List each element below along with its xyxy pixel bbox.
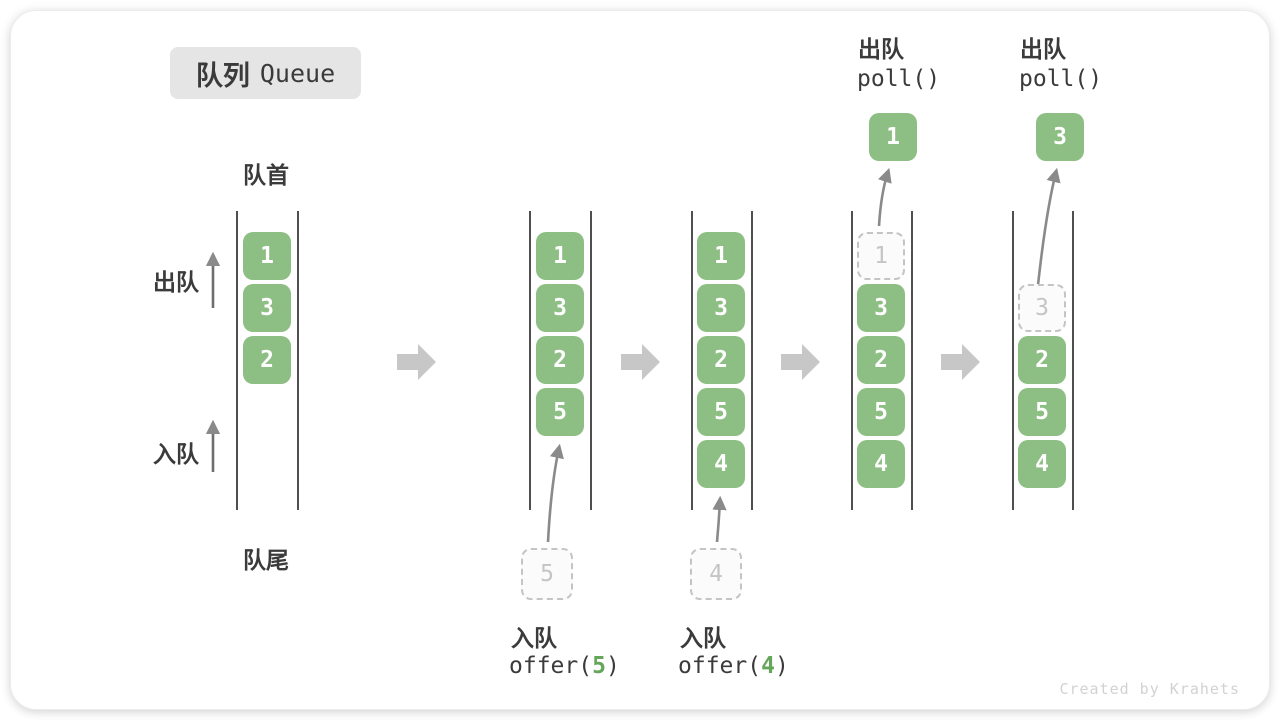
queue-head-label: 队首	[243, 162, 289, 188]
dequeue-op-code: poll()	[857, 66, 941, 92]
queue-tail-label: 队尾	[243, 547, 289, 573]
popped-cell: 1	[869, 113, 917, 161]
dequeue-op-label: 出队	[1020, 36, 1066, 62]
queue-cell: 3	[243, 284, 291, 332]
queue-cell: 2	[697, 336, 745, 384]
watermark: Created by Krahets	[1059, 680, 1240, 698]
queue-cell: 2	[536, 336, 584, 384]
queue-wall	[851, 211, 853, 510]
queue-cell: 4	[1018, 440, 1066, 488]
queue-cell: 1	[243, 232, 291, 280]
queue-wall	[236, 211, 238, 510]
enqueue-op-code: offer(4)	[678, 653, 789, 679]
queue-cell: 4	[857, 440, 905, 488]
queue-cell: 3	[697, 284, 745, 332]
queue-cell: 2	[857, 336, 905, 384]
title-zh: 队列	[195, 60, 250, 91]
queue-cell: 5	[857, 388, 905, 436]
removed-cell-ghost: 3	[1018, 284, 1066, 332]
pending-cell: 4	[690, 548, 742, 600]
queue-wall	[529, 211, 531, 510]
queue-wall	[297, 211, 299, 510]
removed-cell-ghost: 1	[857, 232, 905, 280]
code-pre: offer(	[509, 653, 593, 679]
queue-cell: 5	[1018, 388, 1066, 436]
queue-cell: 5	[536, 388, 584, 436]
queue-wall	[1012, 211, 1014, 510]
queue-cell: 3	[857, 284, 905, 332]
code-pre: offer(	[678, 653, 762, 679]
queue-cell: 1	[536, 232, 584, 280]
enqueue-legend-label: 入队	[153, 441, 199, 467]
dequeue-legend-label: 出队	[153, 269, 199, 295]
enqueue-op-code: offer(5)	[509, 653, 620, 679]
queue-cell: 3	[536, 284, 584, 332]
queue-cell: 4	[697, 440, 745, 488]
enqueue-op-label: 入队	[680, 625, 726, 651]
queue-wall	[691, 211, 693, 510]
queue-cell: 5	[697, 388, 745, 436]
code-post: )	[605, 653, 620, 679]
title-en: Queue	[259, 58, 336, 88]
dequeue-op-code: poll()	[1019, 66, 1103, 92]
pending-cell: 5	[521, 548, 573, 600]
queue-wall	[911, 211, 913, 510]
code-arg: 5	[592, 653, 606, 679]
queue-cell: 1	[697, 232, 745, 280]
queue-cell: 2	[243, 336, 291, 384]
title-badge: 队列 Queue	[170, 47, 361, 99]
popped-cell: 3	[1036, 113, 1084, 161]
dequeue-op-label: 出队	[858, 36, 904, 62]
enqueue-op-label: 入队	[511, 625, 557, 651]
queue-cell: 2	[1018, 336, 1066, 384]
queue-wall	[1072, 211, 1074, 510]
queue-wall	[751, 211, 753, 510]
code-arg: 4	[761, 653, 775, 679]
code-post: )	[774, 653, 789, 679]
queue-wall	[590, 211, 592, 510]
